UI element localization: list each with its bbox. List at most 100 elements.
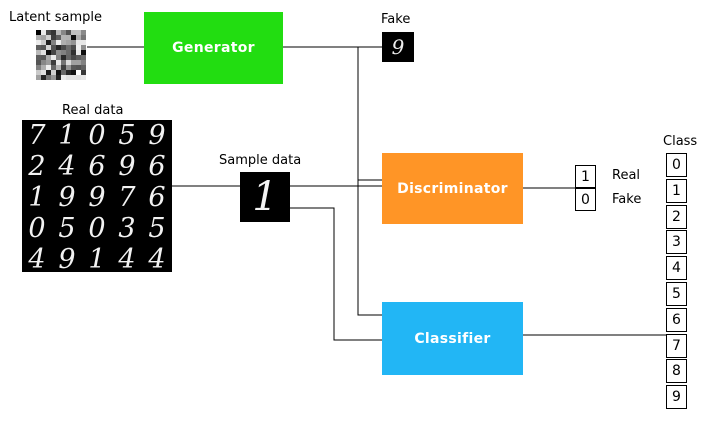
noise-pixel: [76, 35, 81, 40]
output-cell-real: 1: [575, 165, 596, 188]
real-digit: 9: [118, 151, 136, 182]
noise-pixel: [41, 55, 46, 60]
noise-pixel: [46, 55, 51, 60]
noise-pixel: [51, 65, 56, 70]
real-digit: 4: [28, 244, 46, 275]
class-cell-7: 7: [666, 333, 687, 358]
noise-pixel: [41, 45, 46, 50]
noise-pixel: [61, 60, 66, 65]
real-digit: 6: [88, 151, 106, 182]
noise-pixel: [81, 65, 86, 70]
noise-pixel: [46, 65, 51, 70]
output-label-real: Real: [612, 168, 641, 183]
latent-noise-image: [36, 30, 86, 80]
noise-pixel: [61, 70, 66, 75]
noise-pixel: [81, 35, 86, 40]
sample-digit: 1: [252, 174, 278, 220]
real-digit: 5: [148, 213, 166, 244]
noise-pixel: [66, 60, 71, 65]
real-digit: 2: [28, 151, 46, 182]
noise-pixel: [51, 35, 56, 40]
noise-pixel: [66, 30, 71, 35]
class-cell-1: 1: [666, 178, 687, 203]
noise-pixel: [81, 70, 86, 75]
real-digit: 6: [148, 151, 166, 182]
class-cell-0: 0: [666, 153, 687, 177]
real-digit: 3: [118, 213, 136, 244]
real-digit: 1: [88, 244, 106, 275]
noise-pixel: [51, 50, 56, 55]
noise-pixel: [76, 50, 81, 55]
noise-pixel: [81, 75, 86, 80]
real-digit: 1: [58, 120, 76, 151]
noise-pixel: [61, 35, 66, 40]
noise-pixel: [51, 70, 56, 75]
real-digit: 7: [28, 120, 46, 151]
wire-fake-to-discriminator: [357, 47, 382, 181]
noise-pixel: [46, 70, 51, 75]
class-cell-8: 8: [666, 359, 687, 384]
noise-pixel: [76, 60, 81, 65]
noise-pixel: [46, 35, 51, 40]
real-digit: 5: [118, 120, 136, 151]
noise-pixel: [61, 40, 66, 45]
noise-pixel: [51, 45, 56, 50]
noise-pixel: [61, 75, 66, 80]
real-digit: 5: [58, 213, 76, 244]
latent-sample-label: Latent sample: [9, 10, 103, 25]
noise-pixel: [71, 70, 76, 75]
noise-pixel: [76, 40, 81, 45]
real-digit: 7: [118, 182, 136, 213]
class-cell-4: 4: [666, 256, 687, 281]
noise-pixel: [56, 70, 61, 75]
discriminator-block: Discriminator: [382, 153, 523, 224]
noise-pixel: [41, 60, 46, 65]
noise-pixel: [51, 30, 56, 35]
noise-pixel: [36, 65, 41, 70]
noise-pixel: [56, 40, 61, 45]
noise-pixel: [66, 35, 71, 40]
noise-pixel: [81, 55, 86, 60]
noise-pixel: [56, 50, 61, 55]
real-digit: 1: [28, 182, 46, 213]
noise-pixel: [66, 45, 71, 50]
real-digit: 0: [88, 120, 106, 151]
noise-pixel: [81, 50, 86, 55]
fake-digit: 9: [391, 35, 405, 59]
noise-pixel: [71, 50, 76, 55]
noise-pixel: [51, 60, 56, 65]
noise-pixel: [76, 65, 81, 70]
class-cell-2: 2: [666, 204, 687, 229]
noise-pixel: [36, 50, 41, 55]
noise-pixel: [66, 70, 71, 75]
noise-pixel: [51, 75, 56, 80]
noise-pixel: [56, 30, 61, 35]
class-cell-9: 9: [666, 385, 687, 410]
noise-pixel: [36, 55, 41, 60]
noise-pixel: [56, 55, 61, 60]
noise-pixel: [41, 70, 46, 75]
noise-pixel: [46, 40, 51, 45]
class-label: Class: [663, 134, 698, 149]
noise-pixel: [61, 45, 66, 50]
noise-pixel: [71, 45, 76, 50]
noise-pixel: [36, 45, 41, 50]
noise-pixel: [76, 75, 81, 80]
real-digit: 0: [28, 213, 46, 244]
noise-pixel: [71, 30, 76, 35]
noise-pixel: [81, 30, 86, 35]
noise-pixel: [46, 75, 51, 80]
noise-pixel: [46, 30, 51, 35]
generator-block: Generator: [144, 12, 283, 84]
noise-pixel: [71, 55, 76, 60]
noise-pixel: [56, 75, 61, 80]
real-digit: 9: [58, 182, 76, 213]
noise-pixel: [71, 60, 76, 65]
noise-pixel: [56, 60, 61, 65]
wire-sample-to-classifier: [290, 207, 382, 341]
real-digit: 6: [148, 182, 166, 213]
noise-pixel: [66, 50, 71, 55]
real-digit: 0: [88, 213, 106, 244]
sample-digit-image: 1: [240, 172, 290, 222]
